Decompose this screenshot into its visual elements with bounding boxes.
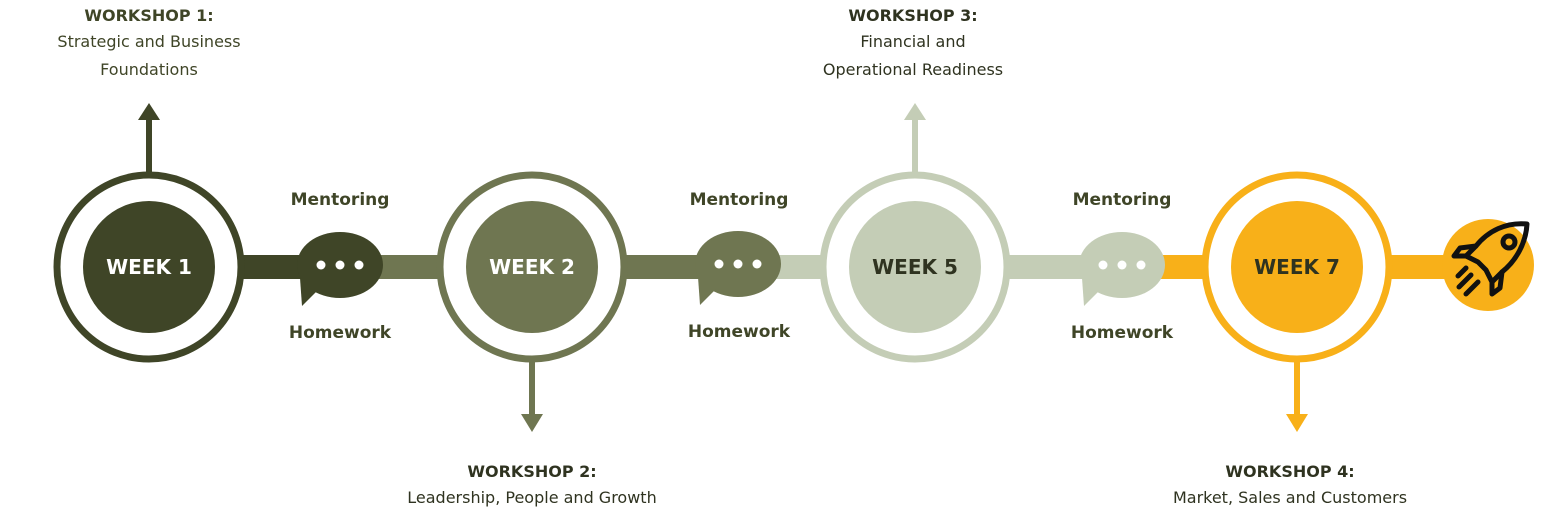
workshop-2-label: WORKSHOP 2: Leadership, People and Growt… (372, 460, 692, 512)
homework-label-1: Homework (288, 323, 392, 343)
homework-label-2: Homework (687, 322, 791, 342)
arrow-down-workshop-4 (1286, 360, 1308, 432)
mentoring-label-3: Mentoring (1072, 190, 1172, 210)
workshop-4-label: WORKSHOP 4: Market, Sales and Customers (1130, 460, 1450, 512)
dot-icon (335, 260, 345, 270)
workshop-1-title: WORKSHOP 1: (84, 6, 214, 25)
dot-icon (354, 260, 364, 270)
workshop-2-title: WORKSHOP 2: (467, 462, 597, 481)
week-7-label: WEEK 7 (1254, 255, 1340, 279)
mentoring-label-1: Mentoring (290, 190, 390, 210)
dot-icon (316, 260, 326, 270)
rocket-node (1442, 219, 1534, 311)
week-5-label: WEEK 5 (872, 255, 958, 279)
week-7-node: WEEK 7 (1201, 171, 1393, 363)
workshop-3-title: WORKSHOP 3: (848, 6, 978, 25)
workshop-3-label: WORKSHOP 3: Financial and Operational Re… (753, 4, 1073, 84)
mentoring-bubble-3 (1079, 232, 1165, 306)
arrow-down-workshop-2 (521, 360, 543, 432)
workshop-4-line-1: Market, Sales and Customers (1172, 488, 1408, 507)
workshop-2-line-1: Leadership, People and Growth (407, 488, 657, 507)
arrow-up-workshop-1 (138, 103, 160, 176)
homework-label-3: Homework (1070, 323, 1174, 343)
workshop-4-title: WORKSHOP 4: (1225, 462, 1355, 481)
week-1-label: WEEK 1 (106, 255, 192, 279)
dot-icon (752, 259, 762, 269)
dot-icon (1136, 260, 1146, 270)
workshop-3-line-2: Operational Readiness (822, 60, 1004, 79)
week-1-node: WEEK 1 (53, 171, 245, 363)
workshop-1-line-1: Strategic and Business (57, 32, 241, 51)
dot-icon (1117, 260, 1127, 270)
week-2-node: WEEK 2 (436, 171, 628, 363)
dot-icon (1098, 260, 1108, 270)
workshop-1-line-2: Foundations (100, 60, 198, 79)
rocket-icon (1451, 221, 1530, 297)
dot-icon (714, 259, 724, 269)
workshop-1-label: WORKSHOP 1: Strategic and Business Found… (0, 4, 309, 84)
arrow-up-workshop-3 (904, 103, 926, 176)
workshop-3-line-1: Financial and (860, 32, 966, 51)
week-2-label: WEEK 2 (489, 255, 575, 279)
week-5-node: WEEK 5 (819, 171, 1011, 363)
mentoring-label-2: Mentoring (689, 190, 789, 210)
dot-icon (733, 259, 743, 269)
mentoring-bubble-1 (297, 232, 383, 306)
mentoring-bubble-2 (695, 231, 781, 305)
